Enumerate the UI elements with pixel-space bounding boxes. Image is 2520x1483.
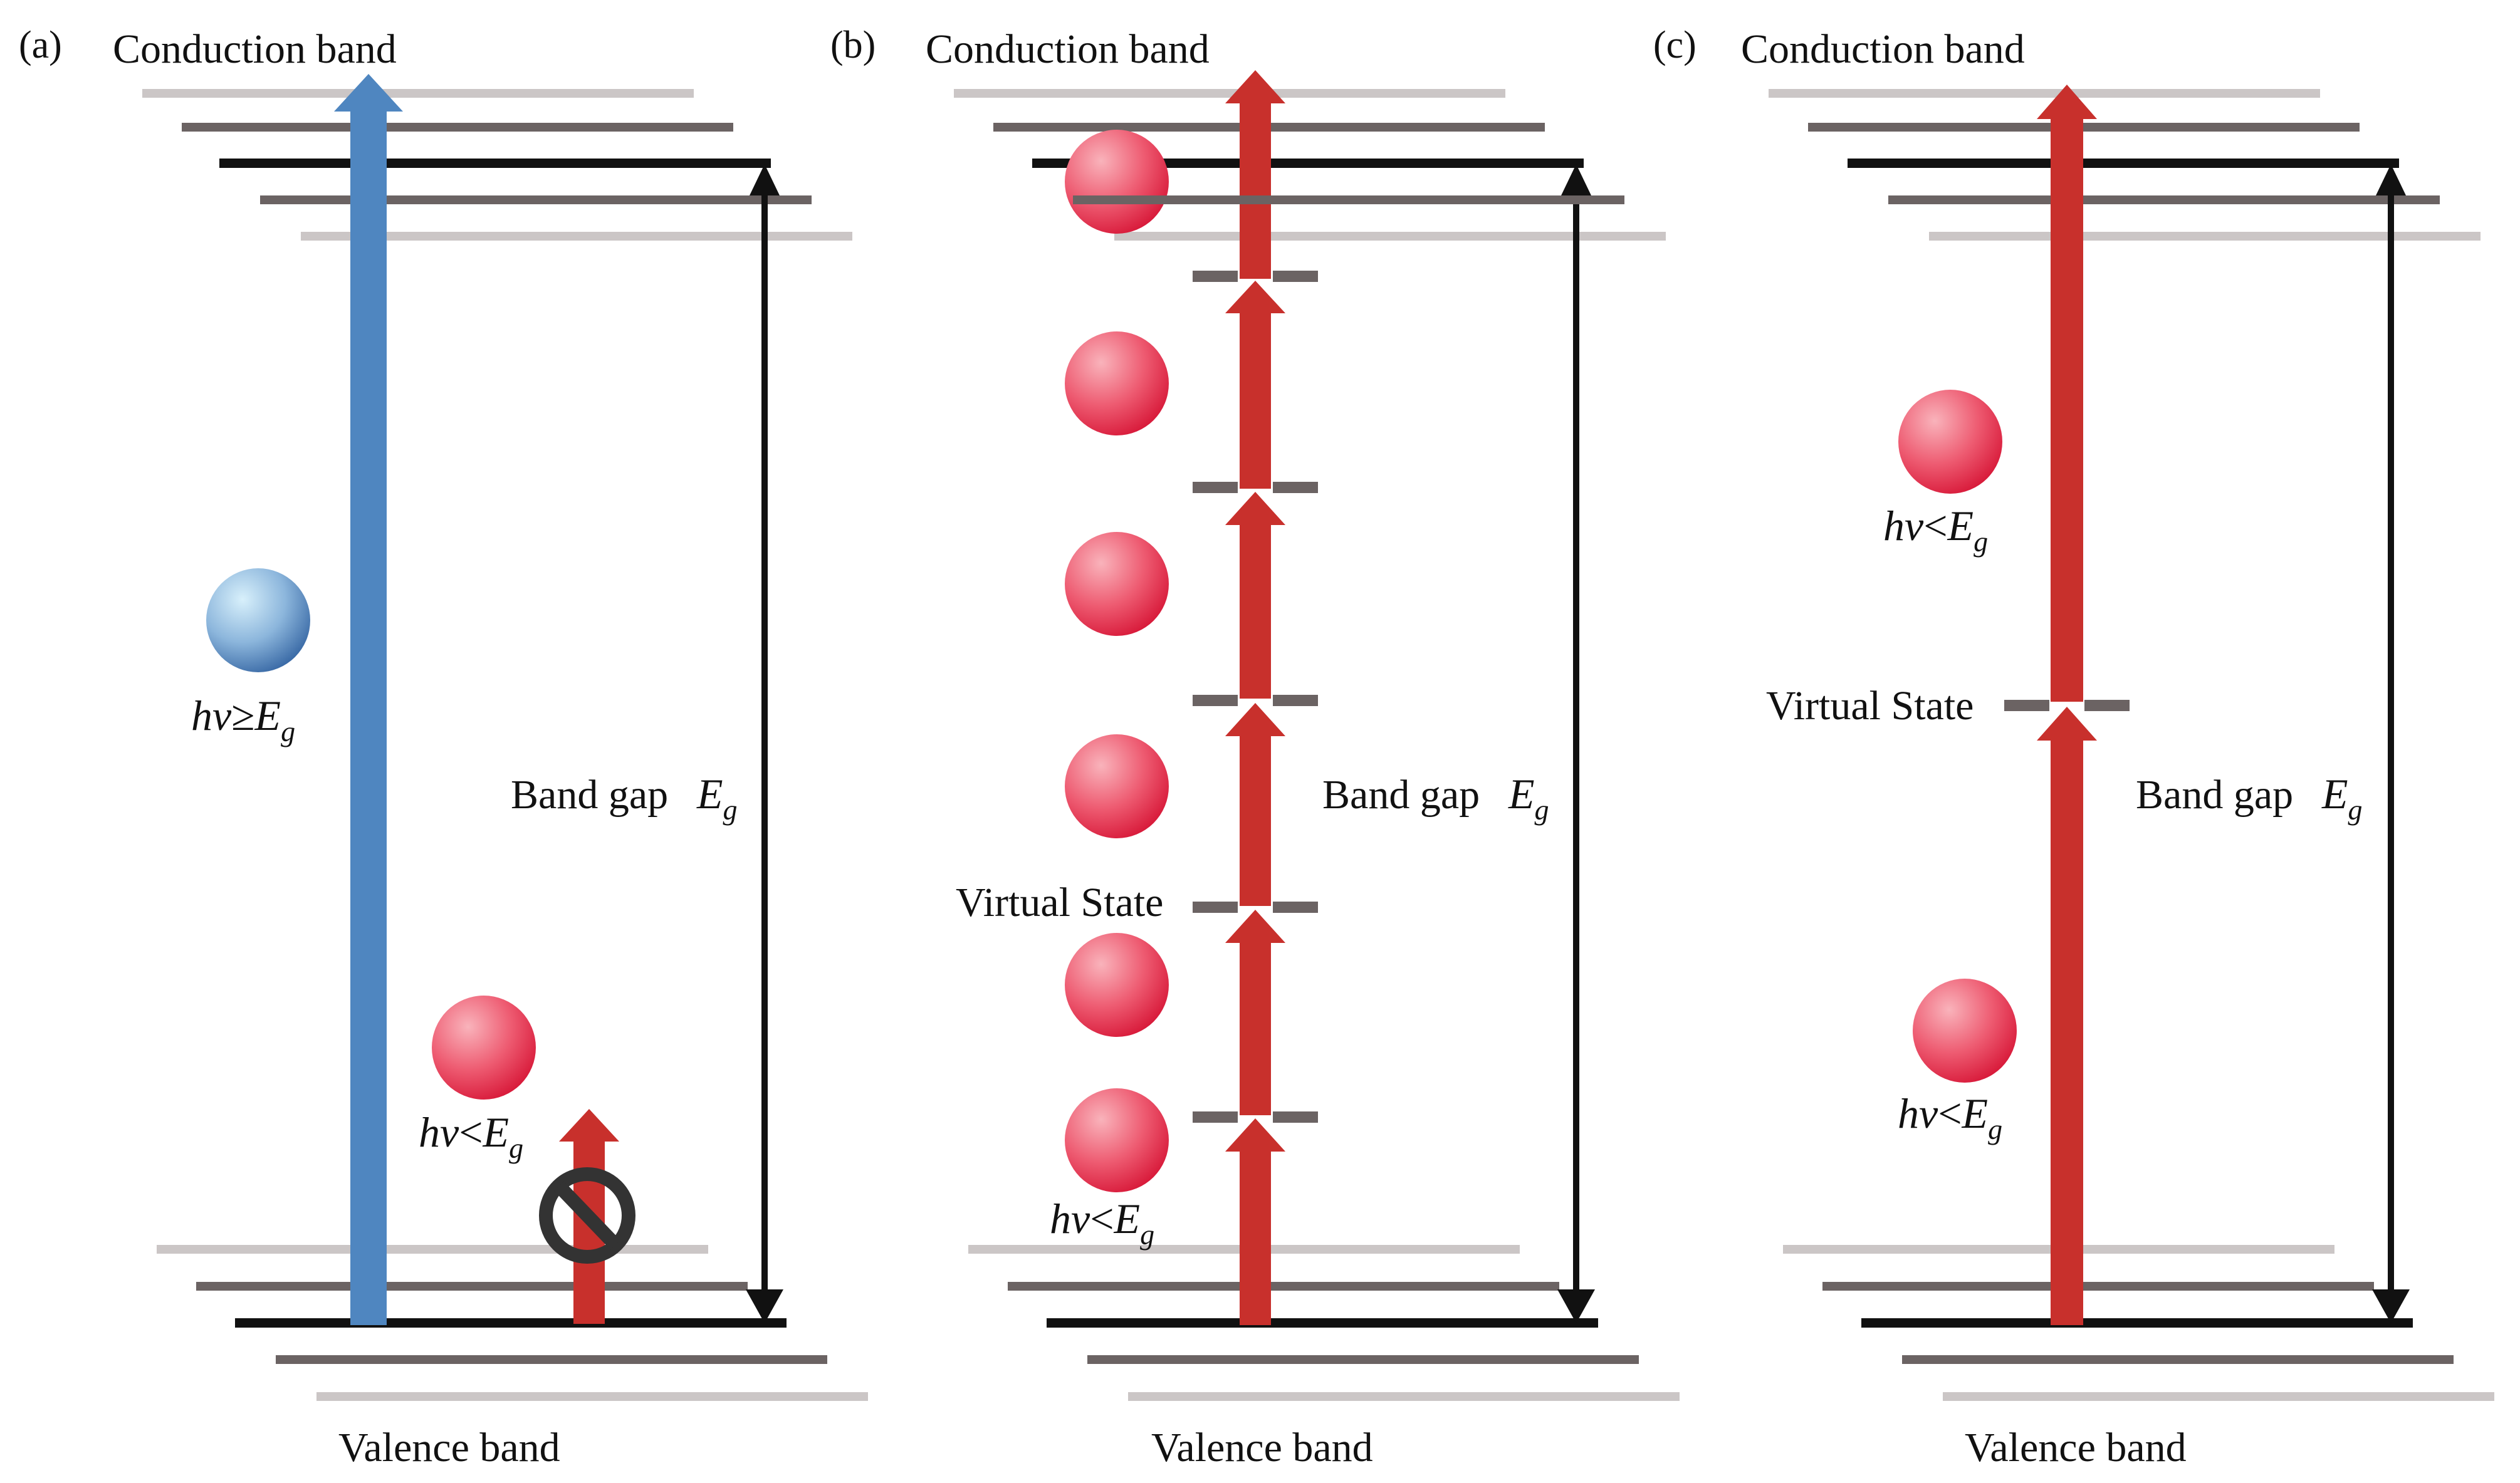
- band-line: [1128, 1392, 1680, 1401]
- red-photon: [432, 996, 536, 1100]
- panel-b-band-gap-label: Band gap: [1322, 772, 1480, 818]
- band-edge-line: [1032, 159, 1584, 168]
- panel-c-band-gap-arrow: [2372, 164, 2410, 1323]
- panel-c-conduction-band: [1769, 89, 2481, 241]
- band-line: [1822, 1282, 2374, 1291]
- band-edge-line: [235, 1318, 787, 1328]
- band-edge-line: [1047, 1318, 1598, 1328]
- panel-a-conduction-band: [142, 89, 852, 241]
- band-line: [954, 89, 1505, 98]
- band-line: [1114, 232, 1666, 241]
- panel-c-conduction-label: Conduction band: [1741, 26, 2025, 72]
- blue-photon: [206, 568, 310, 672]
- band-line: [1888, 195, 2440, 204]
- band-line: [157, 1245, 708, 1254]
- red-arrow-segment: [2051, 116, 2083, 702]
- red-arrow-segment: [1240, 732, 1271, 906]
- panel-c-valence-label: Valence band: [1965, 1425, 2187, 1470]
- band-line: [301, 232, 852, 241]
- panel-a: (a) Conduction band Band gap Eg: [19, 24, 868, 1470]
- panel-c-virtual-state-label: Virtual State: [1766, 683, 1974, 729]
- band-line: [260, 195, 812, 204]
- red-arrow-segment: [1240, 939, 1271, 1115]
- red-photon: [1898, 390, 2002, 494]
- band-edge-line: [1861, 1318, 2413, 1328]
- panel-b-conduction-label: Conduction band: [926, 26, 1210, 72]
- panel-c-valence-band: [1783, 1245, 2494, 1401]
- forbidden-icon: [539, 1167, 635, 1264]
- band-line: [1943, 1392, 2494, 1401]
- panel-c-photon-label-lower: hv<Eg: [1898, 1090, 2002, 1145]
- panel-c-photon-label-upper: hv<Eg: [1883, 502, 1988, 558]
- band-line: [142, 89, 694, 98]
- red-photon: [1913, 979, 2017, 1083]
- panel-b-virtual-state-label: Virtual State: [956, 880, 1163, 925]
- panel-c-gap-symbol: Eg: [2321, 770, 2363, 826]
- panel-a-gap-symbol: Eg: [696, 770, 738, 826]
- panel-a-valence-band: [157, 1245, 868, 1401]
- band-line: [1902, 1355, 2454, 1364]
- red-arrow-segment: [1240, 100, 1271, 279]
- band-line: [1073, 195, 1624, 204]
- band-line: [1808, 123, 2360, 132]
- panel-b-conduction-band: [954, 89, 1666, 241]
- band-line: [1008, 1282, 1559, 1291]
- red-photon: [1065, 933, 1169, 1037]
- panel-c: (c) Conduction band Band gap Eg: [1653, 24, 2494, 1470]
- red-photon: [1065, 130, 1169, 234]
- panel-b-photon-label: hv<Eg: [1050, 1195, 1154, 1251]
- red-arrow-segment: [1240, 1147, 1271, 1325]
- panel-b-letter: (b): [830, 24, 876, 66]
- panel-a-letter: (a): [19, 24, 62, 66]
- panel-a-conduction-label: Conduction band: [113, 26, 397, 72]
- panel-b: (b) Conduction band Band gap Eg: [830, 24, 1680, 1470]
- panel-b-band-gap-arrow: [1557, 164, 1595, 1323]
- panel-a-band-gap-arrow: [746, 164, 783, 1323]
- red-photon: [1065, 331, 1169, 435]
- panel-c-letter: (c): [1653, 24, 1697, 66]
- band-line: [1769, 89, 2320, 98]
- panel-b-photons: [1065, 130, 1169, 1192]
- panel-b-multiphoton-arrows: [1225, 70, 1285, 1325]
- red-photon: [1065, 532, 1169, 636]
- panel-b-valence-band: [968, 1245, 1680, 1401]
- red-arrow-segment: [1240, 310, 1271, 489]
- band-line: [316, 1392, 868, 1401]
- panel-c-twophoton-arrows: [2037, 85, 2097, 1325]
- band-line: [1087, 1355, 1639, 1364]
- panel-a-band-gap-label: Band gap: [511, 772, 668, 818]
- panel-c-band-gap-label: Band gap: [2136, 772, 2293, 818]
- band-line: [196, 1282, 748, 1291]
- band-line: [276, 1355, 827, 1364]
- panel-b-gap-symbol: Eg: [1508, 770, 1549, 826]
- panel-a-red-photon-label: hv<Eg: [419, 1108, 523, 1164]
- panel-a-valence-label: Valence band: [338, 1425, 560, 1470]
- band-line: [182, 123, 733, 132]
- band-line: [1929, 232, 2481, 241]
- red-arrow-segment: [2051, 736, 2083, 1325]
- red-photon: [1065, 734, 1169, 838]
- red-photon: [1065, 1088, 1169, 1192]
- red-arrow-segment: [1240, 520, 1271, 699]
- panel-a-blue-photon-label: hv≥Eg: [191, 692, 295, 747]
- panel-b-valence-label: Valence band: [1151, 1425, 1373, 1470]
- panel-a-blue-excitation-arrow: [334, 74, 403, 1325]
- band-edge-line: [219, 159, 771, 168]
- band-edge-line: [1848, 159, 2399, 168]
